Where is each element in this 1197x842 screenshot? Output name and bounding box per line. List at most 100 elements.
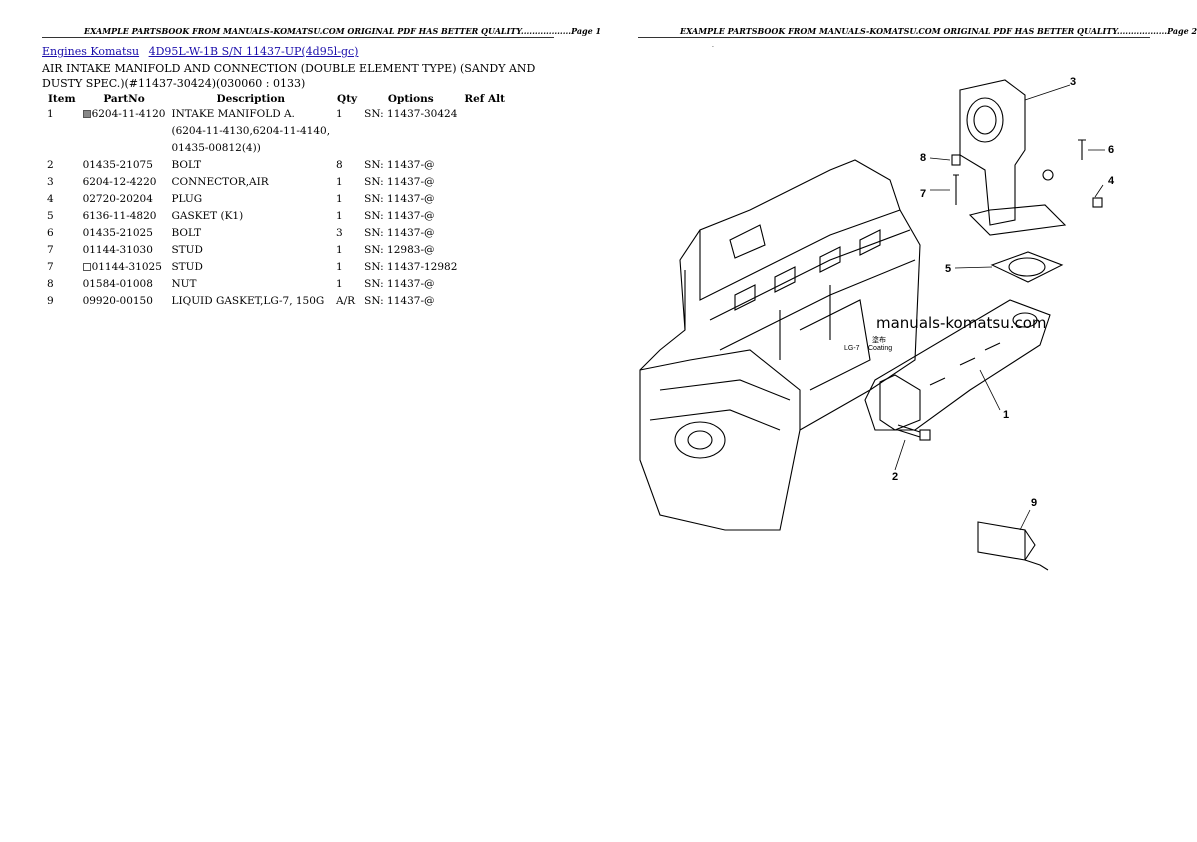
callout-7: 7 [920,188,926,200]
breadcrumb-link-engines[interactable]: Engines Komatsu [42,45,140,58]
cell-description: BOLT [168,157,333,174]
table-row: 2 01435-21075 BOLT 8 SN: 11437-@ [44,157,509,174]
cell-refalt [460,259,509,276]
page-header-1: EXAMPLE PARTSBOOK FROM MANUALS-KOMATSU.C… [84,26,602,36]
callout-3: 3 [1070,76,1076,88]
cell-qty: 1 [336,108,343,120]
cell-refalt [460,225,509,242]
parts-table: Item PartNo Description Qty Options Ref … [44,91,509,310]
cell-item: 4 [47,193,54,205]
description-line: PLUG [171,193,203,205]
description-line: GASKET (K1) [171,210,244,222]
partno-text: 01584-01008 [82,278,153,290]
description-line: LIQUID GASKET,LG-7, 150G [171,295,325,307]
col-header-qty: Qty [337,92,358,105]
header-rule-1 [42,37,554,38]
cell-description: PLUG [168,191,333,208]
cell-item: 7 [47,261,54,273]
cell-options: SN: 11437-@ [364,227,435,239]
cell-item: 8 [47,278,54,290]
cell-description: STUD [168,259,333,276]
cell-item: 7 [47,244,54,256]
cell-qty: 1 [336,176,343,188]
cell-partno: 01584-01008 [80,276,169,293]
description-line: BOLT [171,227,202,239]
filled-square-icon [82,110,91,118]
exploded-parts-diagram: 1 2 3 4 5 6 7 8 9 LG-7 塗布 Coating manual… [639,76,1115,571]
cell-options: SN: 12983-@ [364,244,435,256]
cell-item: 1 [47,108,54,120]
description-line: CONNECTOR,AIR [171,176,269,188]
cell-qty: 1 [336,244,343,256]
cell-refalt [460,208,509,225]
partno-text: 6136-11-4820 [82,210,157,222]
cell-options: SN: 11437-@ [364,295,435,307]
cell-partno: 6204-12-4220 [80,174,169,191]
cell-description: CONNECTOR,AIR [168,174,333,191]
cell-qty: 1 [336,261,343,273]
label-lg7: LG-7 [844,345,860,352]
partno-text: 01144-31030 [82,244,153,256]
gasket-drawing [990,251,1064,283]
cell-item: 2 [47,159,54,171]
cell-qty: 8 [336,159,343,171]
table-row: 3 6204-12-4220 CONNECTOR,AIR 1 SN: 11437-@ [44,174,509,191]
cell-description: LIQUID GASKET,LG-7, 150G [168,293,333,310]
cell-refalt [460,242,509,259]
cell-description: GASKET (K1) [168,208,333,225]
breadcrumb-link-model[interactable]: 4D95L-W-1B S/N 11437-UP(4d95l-gc) [148,45,359,58]
cell-refalt [460,157,509,174]
dot-mark: · [712,44,714,51]
bolt-drawing [897,424,931,441]
partno-text: 01435-21075 [82,159,153,171]
cell-item: 6 [47,227,54,239]
cell-partno: 01144-31025 [80,259,169,276]
watermark: manuals-komatsu.com [876,314,1047,332]
cell-options: SN: 11437-@ [364,159,435,171]
col-header-options: Options [387,92,434,105]
cell-partno: 01435-21075 [80,157,169,174]
description-line: (6204-11-4130,6204-11-4140, [171,125,331,137]
section-title: AIR INTAKE MANIFOLD AND CONNECTION (DOUB… [42,62,536,90]
partno-text: 6204-12-4220 [82,176,157,188]
cell-description: INTAKE MANIFOLD A.(6204-11-4130,6204-11-… [168,106,333,157]
description-line: STUD [171,244,203,256]
callout-9: 9 [1031,497,1037,509]
cell-item: 9 [47,295,54,307]
cell-refalt [460,191,509,208]
label-coating: Coating [868,345,892,352]
table-header-row: Item PartNo Description Qty Options Ref … [44,91,509,106]
cell-refalt [460,174,509,191]
col-header-refalt: Ref Alt [464,92,505,105]
cell-description: BOLT [168,225,333,242]
header-rule-2 [638,37,1150,38]
cell-item: 3 [47,176,54,188]
cell-partno: 01435-21025 [80,225,169,242]
callout-6: 6 [1108,144,1114,156]
cell-refalt [460,106,509,157]
description-line: BOLT [171,159,202,171]
partno-text: 6204-11-4120 [91,108,166,120]
cell-qty: 1 [336,278,343,290]
cell-partno: 6204-11-4120 [80,106,169,157]
table-row: 7 01144-31030 STUD 1 SN: 12983-@ [44,242,509,259]
leader-lines [894,84,1105,531]
cell-refalt [460,293,509,310]
page-header-2: EXAMPLE PARTSBOOK FROM MANUALS-KOMATSU.C… [680,26,1197,36]
cell-item: 5 [47,210,54,222]
partno-text: 01144-31025 [91,261,162,273]
cell-description: STUD [168,242,333,259]
cell-options: SN: 11437-@ [364,176,435,188]
connector-air-drawing [959,79,1067,236]
cell-partno: 02720-20204 [80,191,169,208]
breadcrumb: Engines Komatsu 4D95L-W-1B S/N 11437-UP(… [42,45,364,58]
cell-qty: 3 [336,227,343,239]
cell-options: SN: 11437-@ [364,210,435,222]
callout-8: 8 [920,152,926,164]
cell-qty: A/R [336,295,356,307]
